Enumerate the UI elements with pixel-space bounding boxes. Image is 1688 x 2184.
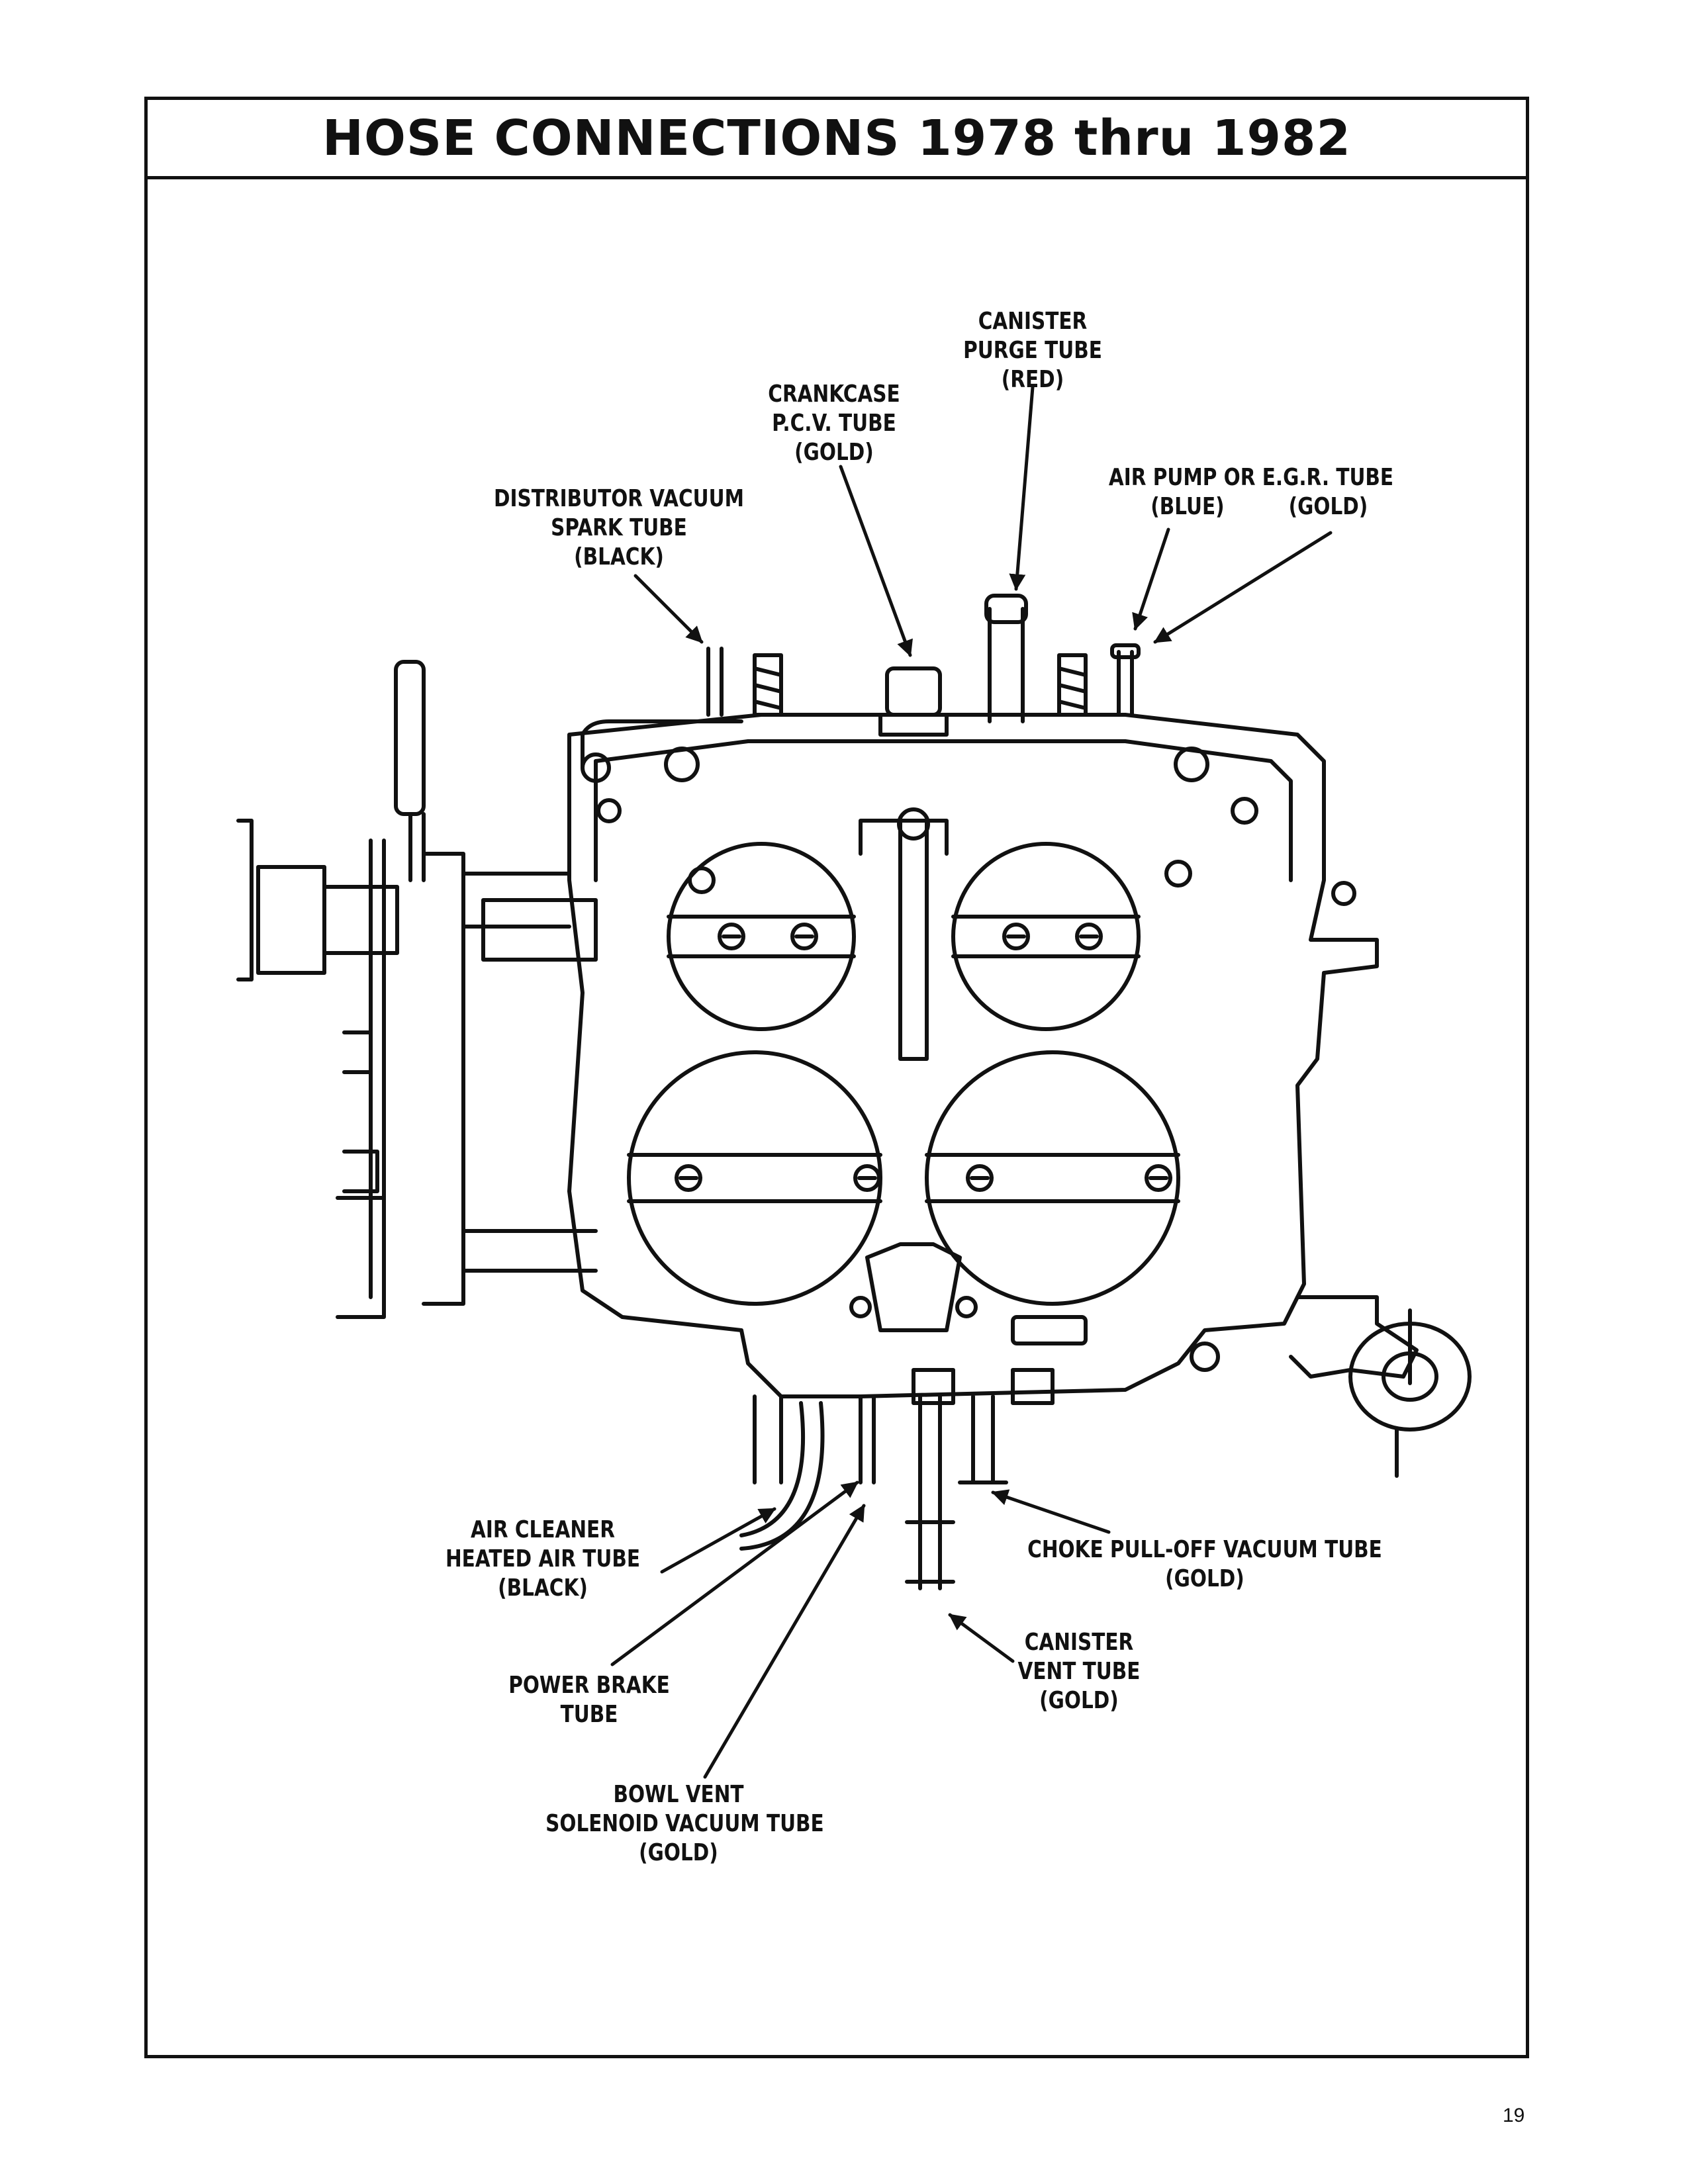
label-line: (GOLD): [1039, 1687, 1119, 1714]
label-air-pump-egr-tube: AIR PUMP OR E.G.R. TUBE (BLUE) (GOLD): [1083, 463, 1419, 522]
carburetor-body: [567, 713, 1379, 1398]
label-line: BOWL VENT: [613, 1781, 744, 1808]
label-power-brake-tube: POWER BRAKE TUBE: [508, 1671, 671, 1729]
label-line: HEATED AIR TUBE: [445, 1545, 641, 1572]
label-line: CHOKE PULL-OFF VACUUM TUBE: [1027, 1536, 1382, 1563]
choke-pulloff: [1190, 1295, 1472, 1478]
bottom-fittings: [739, 1315, 1088, 1590]
figure-frame: HOSE CONNECTIONS 1978 thru 1982: [144, 97, 1529, 2058]
label-line: DISTRIBUTOR VACUUM: [494, 485, 744, 512]
label-line: (BLUE): [1150, 493, 1225, 520]
label-line: P.C.V. TUBE: [772, 410, 896, 437]
carburetor-bores: [627, 807, 1180, 1332]
label-line: (BLACK): [498, 1574, 588, 1602]
label-line: (RED): [1001, 366, 1064, 393]
label-line: (GOLD): [1165, 1565, 1244, 1592]
label-distributor-vacuum-spark-tube: DISTRIBUTOR VACUUM SPARK TUBE (BLACK): [491, 484, 746, 572]
leader-lines: [610, 385, 1333, 1779]
label-line: SPARK TUBE: [551, 514, 687, 541]
label-line: (BLACK): [574, 543, 664, 570]
label-canister-vent-tube: CANISTER VENT TUBE (GOLD): [1014, 1628, 1145, 1715]
label-bowl-vent-solenoid-vacuum-tube: BOWL VENT SOLENOID VACUUM TUBE (GOLD): [545, 1780, 824, 1868]
label-line: (GOLD): [1288, 493, 1368, 520]
label-line: (GOLD): [794, 439, 874, 466]
label-line: SOLENOID VACUUM TUBE: [545, 1810, 824, 1837]
label-line: AIR CLEANER: [471, 1516, 615, 1543]
label-line: CRANKCASE: [768, 381, 900, 408]
page-title: HOSE CONNECTIONS 1978 thru 1982: [322, 109, 1351, 167]
top-fittings: [706, 594, 1141, 737]
title-bar: HOSE CONNECTIONS 1978 thru 1982: [148, 100, 1526, 179]
label-line: CANISTER: [1024, 1629, 1134, 1656]
throttle-linkage: [236, 660, 598, 1319]
label-line: AIR PUMP OR E.G.R. TUBE: [1108, 464, 1394, 491]
label-canister-purge-tube: CANISTER PURGE TUBE (RED): [962, 307, 1103, 394]
label-line: (GOLD): [639, 1839, 718, 1866]
label-line: PURGE TUBE: [963, 337, 1102, 364]
label-line: TUBE: [560, 1701, 618, 1728]
label-air-cleaner-heated-air-tube: AIR CLEANER HEATED AIR TUBE (BLACK): [445, 1516, 640, 1603]
label-line: VENT TUBE: [1017, 1658, 1141, 1685]
label-choke-pulloff-vacuum-tube: CHOKE PULL-OFF VACUUM TUBE (GOLD): [1020, 1535, 1389, 1594]
label-line: POWER BRAKE: [508, 1672, 670, 1699]
page-number: 19: [1503, 2105, 1525, 2126]
label-line: CANISTER: [978, 308, 1088, 335]
label-crankcase-pcv-tube: CRANKCASE P.C.V. TUBE (GOLD): [758, 380, 910, 467]
